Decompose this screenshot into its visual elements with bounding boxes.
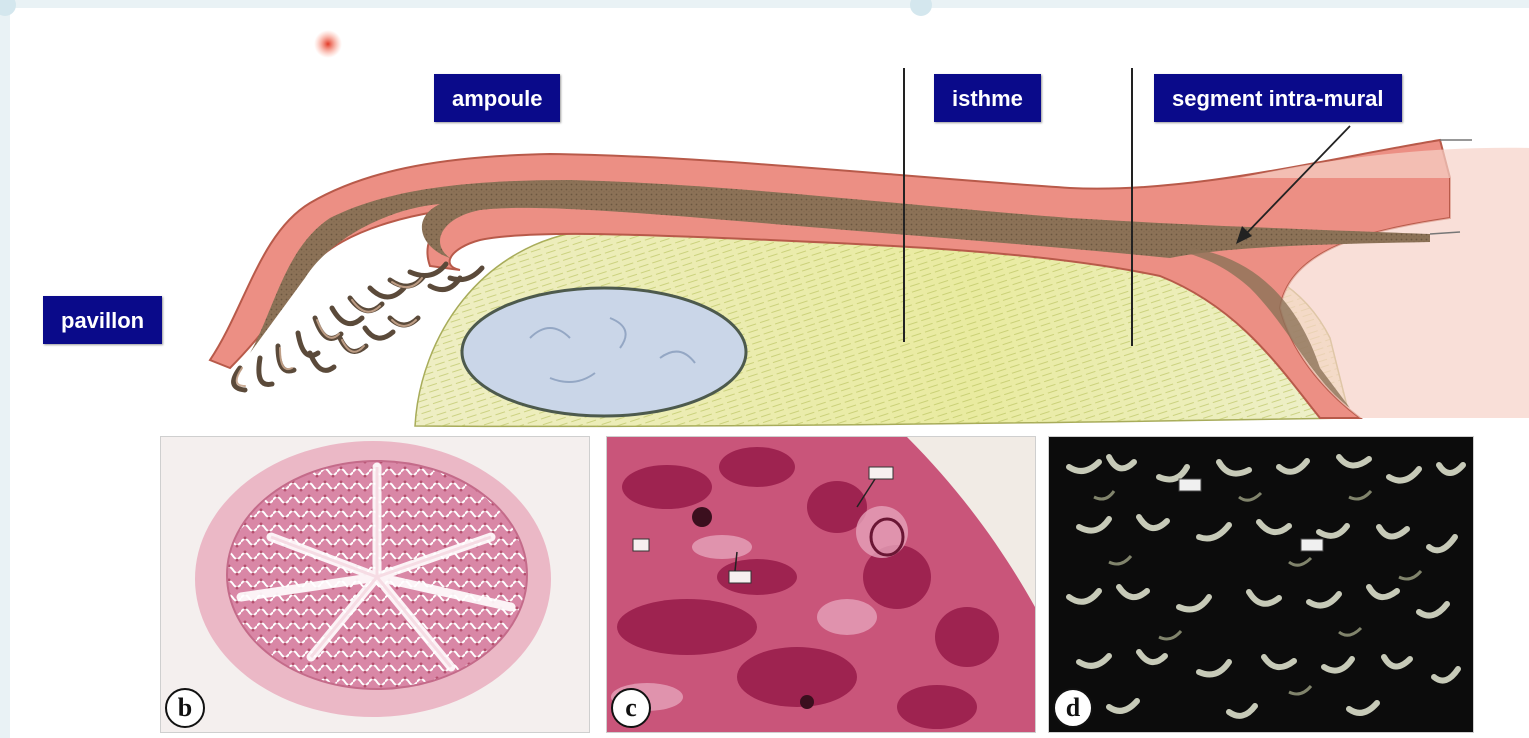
- label-isthme: isthme: [934, 74, 1041, 122]
- panel-b-cross-section: b: [160, 436, 590, 733]
- ovary: [462, 288, 746, 416]
- panel-letter-c: c: [611, 688, 651, 728]
- fallopian-tube-diagram: [10, 8, 1529, 438]
- panel-c-epithelium: c: [606, 436, 1036, 733]
- label-segment-intra-mural: segment intra-mural: [1154, 74, 1402, 122]
- panel-letter-b: b: [165, 688, 205, 728]
- label-ampoule: ampoule: [434, 74, 560, 122]
- figure-marker-dot: [314, 30, 342, 58]
- panel-letter-d: d: [1053, 688, 1093, 728]
- label-pavillon: pavillon: [43, 296, 162, 344]
- epithelium-image: [607, 437, 1035, 732]
- figure-canvas: ampoule isthme segment intra-mural pavil…: [10, 8, 1529, 738]
- sem-image: [1049, 437, 1473, 732]
- cross-section-image: [161, 437, 589, 732]
- panel-d-electron-micrograph: d: [1048, 436, 1474, 733]
